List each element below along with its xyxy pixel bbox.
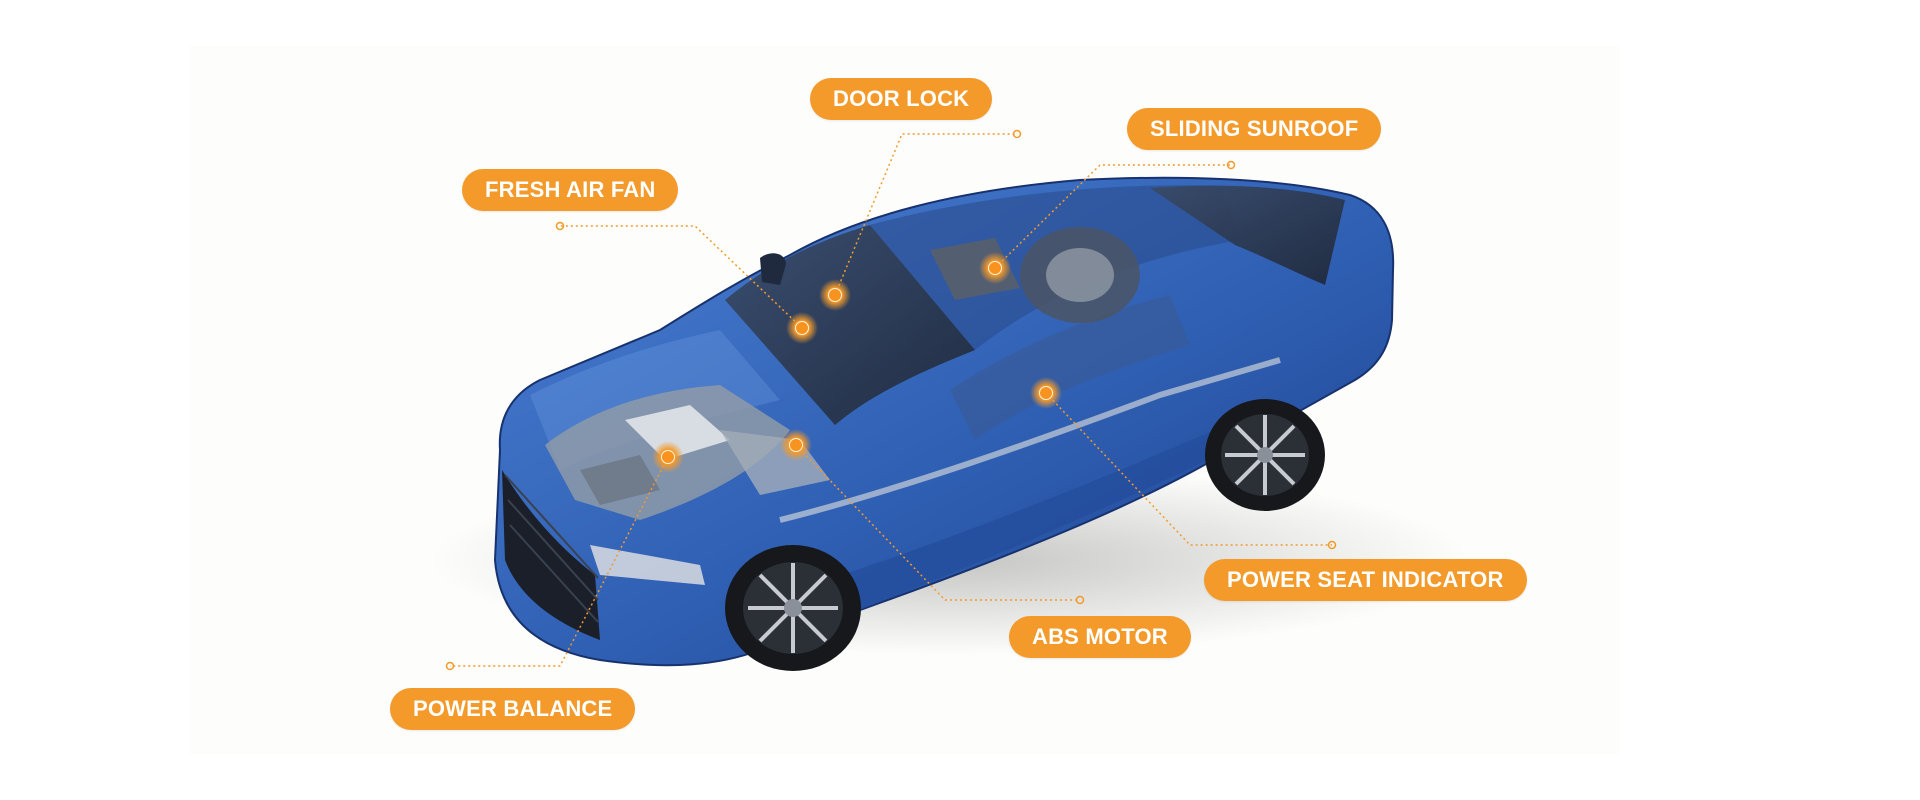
leader-end-door-lock <box>1012 129 1022 139</box>
hotspot-power-seat-indicator[interactable] <box>1030 377 1062 409</box>
leader-end-power-seat <box>1327 540 1337 550</box>
label-fresh-air-fan[interactable]: FRESH AIR FAN <box>462 169 679 211</box>
hotspot-fresh-air-fan[interactable] <box>786 312 818 344</box>
hotspot-sliding-sunroof[interactable] <box>979 252 1011 284</box>
hotspot-door-lock[interactable] <box>819 279 851 311</box>
leader-line-door-lock <box>834 133 1017 296</box>
label-power-balance[interactable]: POWER BALANCE <box>390 688 636 730</box>
leader-end-sliding-sunroof <box>1226 160 1236 170</box>
front-wheel <box>725 545 861 671</box>
leader-line-power-balance <box>450 456 669 667</box>
hotspot-abs-motor[interactable] <box>780 429 812 461</box>
label-power-seat-indicator[interactable]: POWER SEAT INDICATOR <box>1204 559 1527 601</box>
hotspot-power-balance[interactable] <box>652 441 684 473</box>
label-abs-motor[interactable]: ABS MOTOR <box>1009 616 1191 658</box>
leader-end-power-balance <box>445 661 455 671</box>
leader-end-abs-motor <box>1075 595 1085 605</box>
label-sliding-sunroof[interactable]: SLIDING SUNROOF <box>1127 108 1382 150</box>
side-mirror <box>760 253 786 285</box>
rear-wheel <box>1205 399 1325 511</box>
label-door-lock[interactable]: DOOR LOCK <box>810 78 993 120</box>
headlight <box>590 545 705 585</box>
leader-line-abs-motor <box>795 444 1080 601</box>
exhaust-pipe <box>779 357 1281 523</box>
leader-end-fresh-air-fan <box>555 221 565 231</box>
